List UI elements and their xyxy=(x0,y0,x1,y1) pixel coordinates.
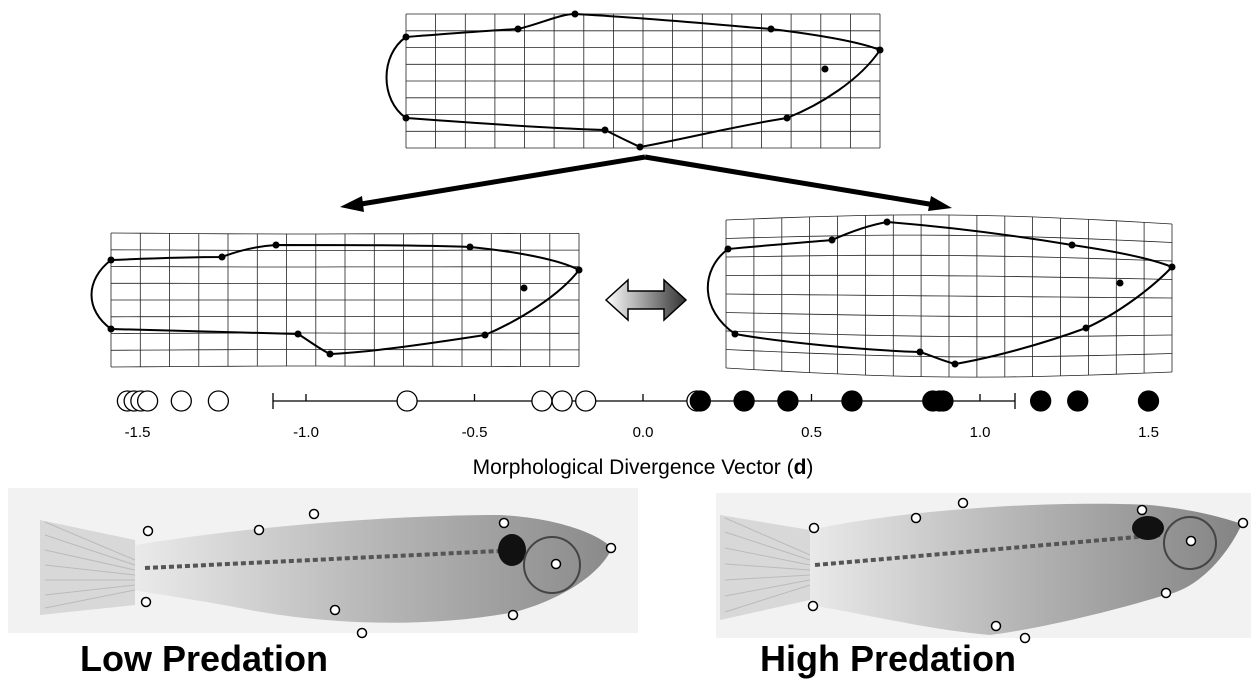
high-predation-point xyxy=(932,390,954,412)
high-predation-point xyxy=(1137,390,1160,412)
grid-line xyxy=(110,349,579,351)
low-predation-point xyxy=(396,390,418,412)
grid-line xyxy=(725,349,1173,358)
high-predation-point xyxy=(1030,390,1052,412)
low-predation-landmarks-xray xyxy=(140,508,617,639)
grid-line xyxy=(110,232,580,235)
high-predation-fish-xray xyxy=(716,493,1251,644)
low-predation-point xyxy=(551,390,573,412)
high-predation-point xyxy=(777,390,799,412)
low-predation-point xyxy=(136,390,159,412)
low-predation-outline xyxy=(90,243,581,356)
tick-label: 0.5 xyxy=(801,424,822,441)
high-predation-point xyxy=(733,390,755,412)
grid-line xyxy=(725,367,1173,378)
low-predation-point xyxy=(207,390,230,412)
low-predation-point xyxy=(531,390,553,412)
grid-line xyxy=(725,234,1173,243)
divergence-axis: -1.5 -1.0 -0.5 0.0 0.5 1.0 1.5 Morpholog… xyxy=(116,390,1160,479)
high-predation-outline xyxy=(706,220,1174,366)
tick-label: 0.0 xyxy=(633,424,654,441)
consensus-landmarks xyxy=(402,10,884,151)
low-predation-fish-xray xyxy=(8,488,638,639)
low-predation-point xyxy=(170,390,192,412)
grid-line xyxy=(725,330,1173,338)
low-predation-shape-grid xyxy=(90,232,583,368)
grid-line xyxy=(725,293,1173,299)
grid-line xyxy=(725,214,1173,225)
double-arrow-icon xyxy=(604,278,688,322)
tick-label: -1.5 xyxy=(125,424,151,441)
grid-line xyxy=(110,365,580,368)
axis-label: Morphological Divergence Vector (d) xyxy=(473,456,814,479)
high-predation-point xyxy=(1067,390,1089,412)
consensus-outline xyxy=(385,12,882,149)
divergence-arrows xyxy=(340,154,952,212)
grid-line xyxy=(725,312,1173,318)
high-predation-landmarks xyxy=(724,218,1176,368)
tick-label: 1.0 xyxy=(970,424,991,441)
grid-line xyxy=(110,332,579,334)
tick-label: -0.5 xyxy=(462,424,488,441)
high-predation-point xyxy=(689,390,711,412)
tick-label: 1.5 xyxy=(1138,424,1159,441)
grid-line xyxy=(725,254,1173,262)
high-predation-point xyxy=(841,390,863,412)
high-predation-caption: High Predation xyxy=(760,638,1017,679)
grid-line xyxy=(725,274,1173,280)
tick-label: -1.0 xyxy=(293,424,319,441)
consensus-shape-grid xyxy=(385,10,884,151)
high-predation-landmarks-xray xyxy=(807,497,1249,644)
low-predation-caption: Low Predation xyxy=(80,638,329,679)
grid-line xyxy=(110,266,579,268)
low-predation-landmarks xyxy=(107,241,583,358)
low-predation-point xyxy=(575,390,597,412)
high-predation-shape-grid xyxy=(706,214,1176,378)
